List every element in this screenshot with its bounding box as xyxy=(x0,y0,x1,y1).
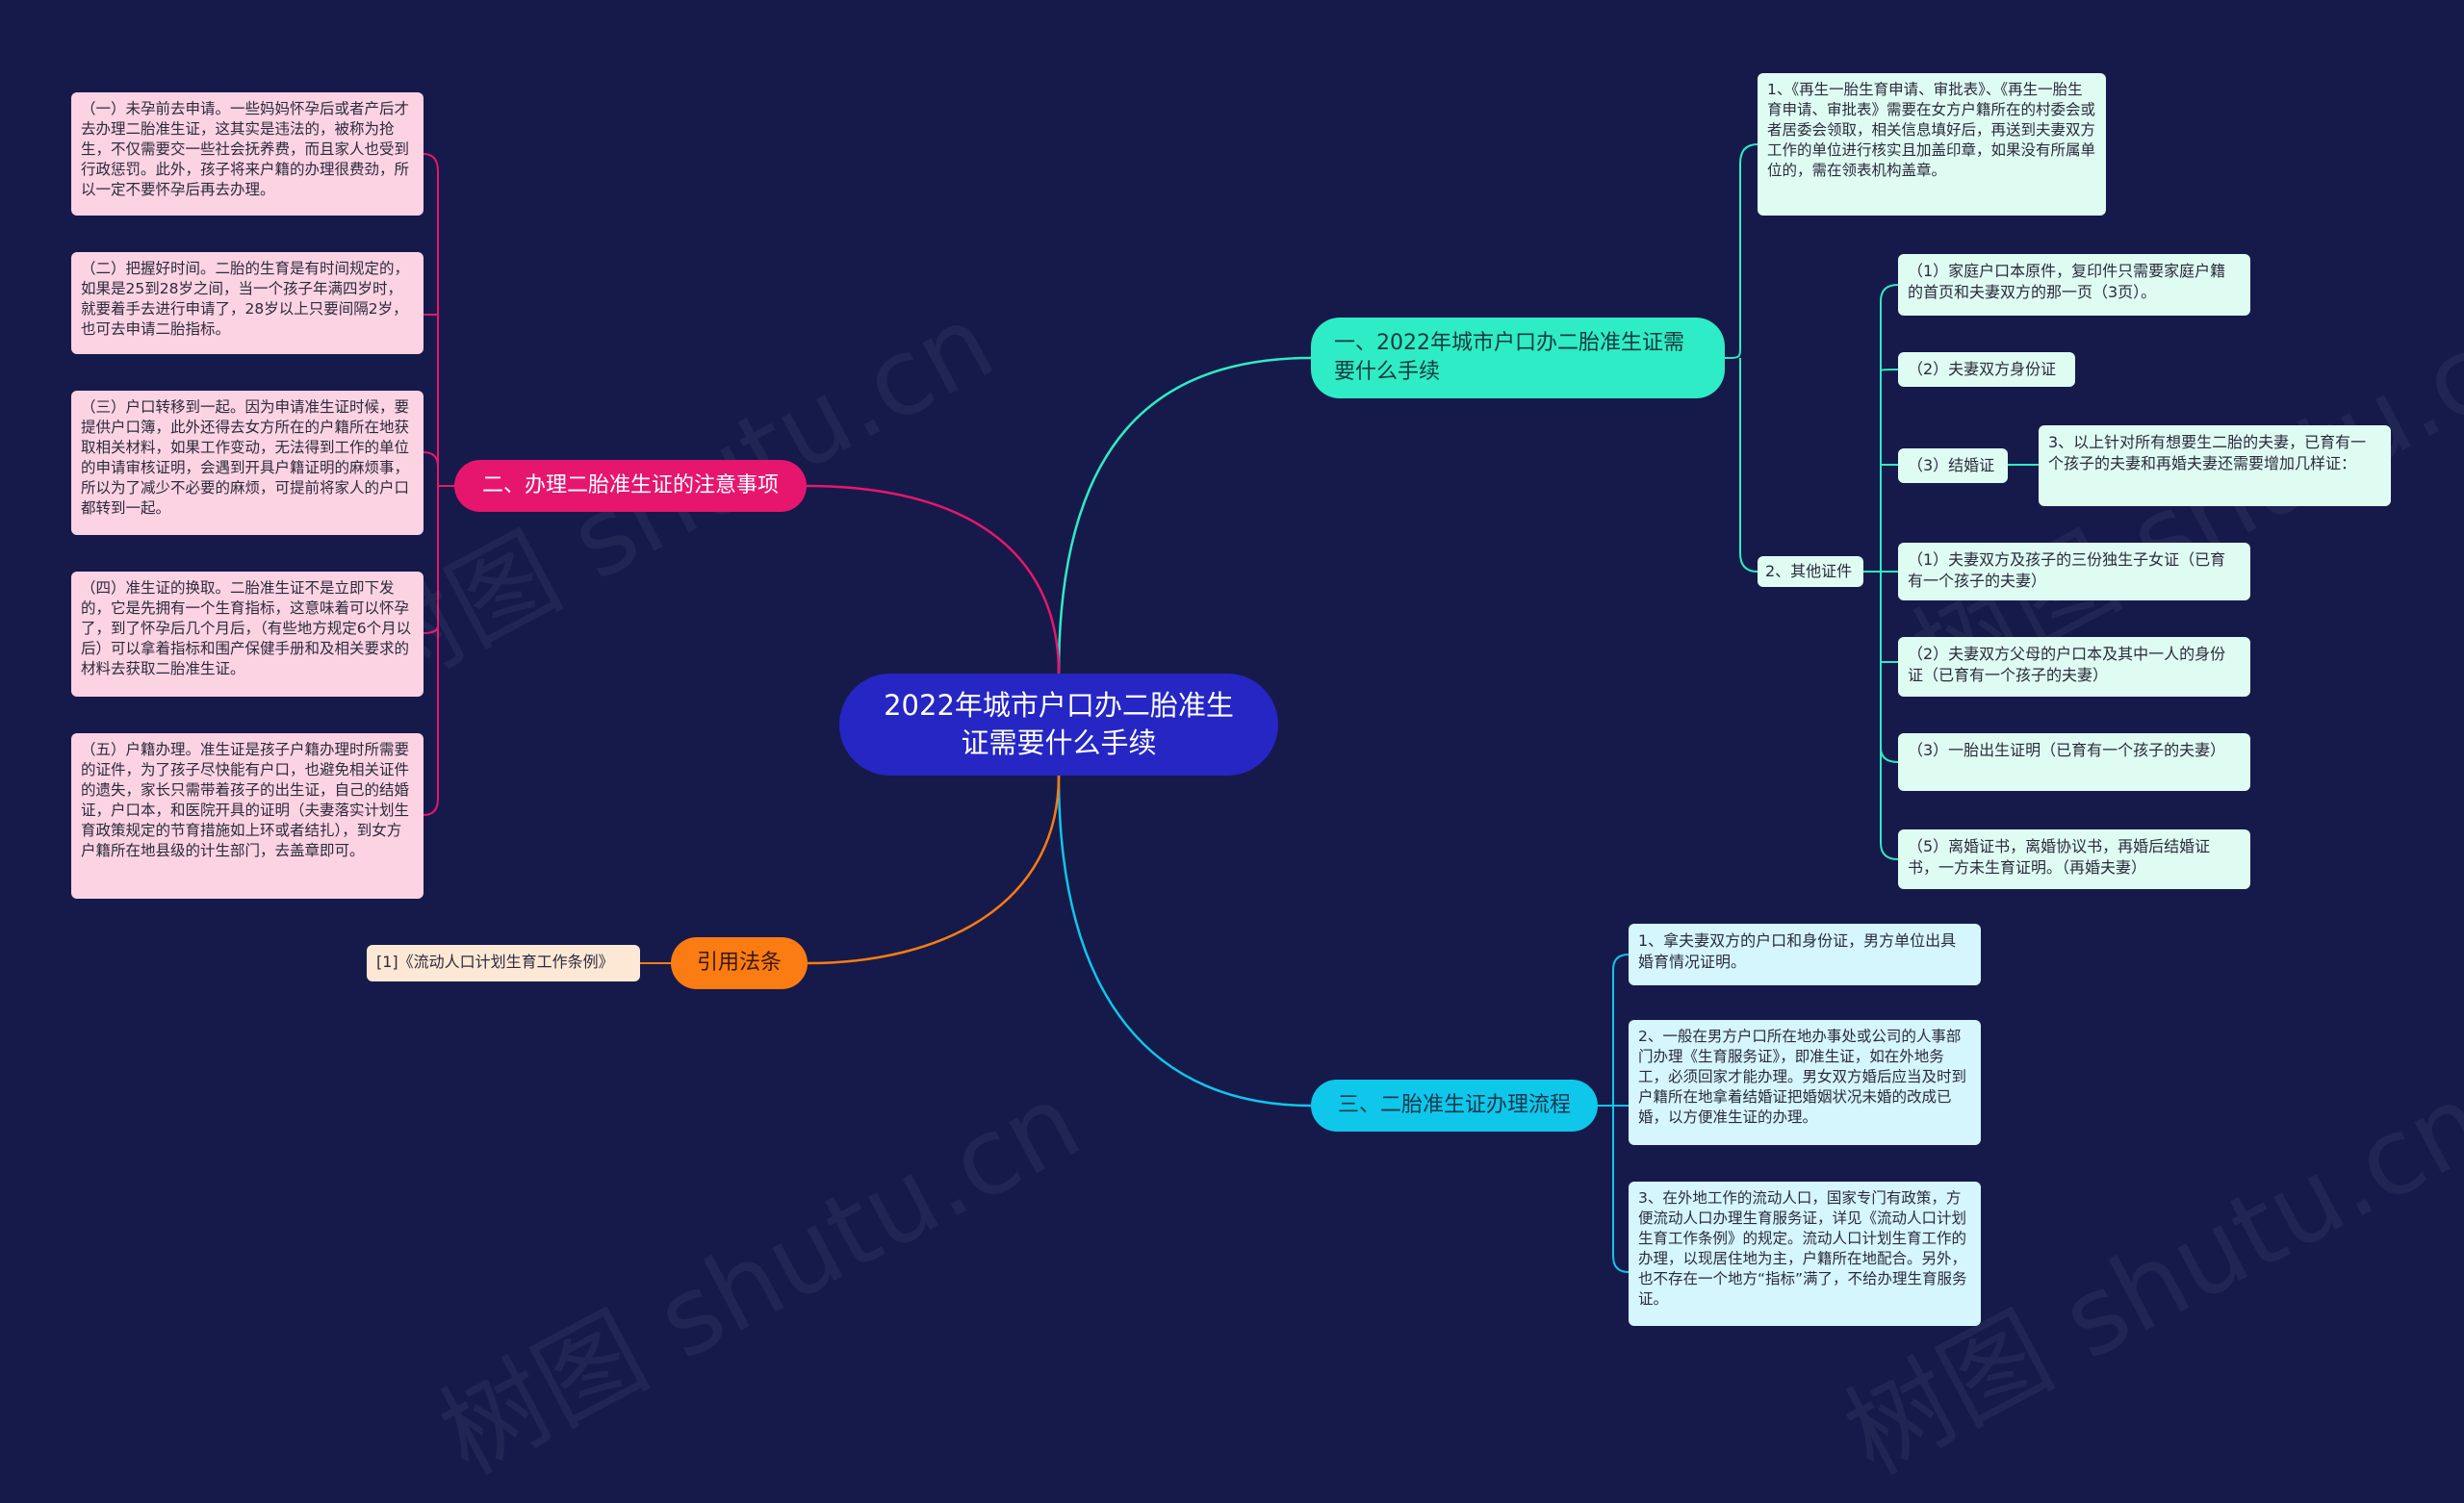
branch-precautions[interactable]: 二、办理二胎准生证的注意事项 xyxy=(454,460,807,512)
leaf-step-1[interactable]: 1、拿夫妻双方的户口和身份证，男方单位出具婚育情况证明。 xyxy=(1629,924,1981,985)
link-b1-bracket xyxy=(1724,143,1758,573)
leaf-regulation-reference[interactable]: [1]《流动人口计划生育工作条例》 xyxy=(367,945,640,981)
leaf-divorce-documents[interactable]: （5）离婚证书，离婚协议书，再婚后结婚证书，一方未生育证明。（再婚夫妻） xyxy=(1898,829,2250,889)
leaf-id-cards[interactable]: （2）夫妻双方身份证 xyxy=(1898,352,2075,387)
link-b3-bracket xyxy=(1598,954,1630,1273)
link-root-b3 xyxy=(1057,775,1312,1108)
leaf-additional-documents[interactable]: 3、以上针对所有想要生二胎的夫妻，已育有一个孩子的夫妻和再婚夫妻还需要增加几样证… xyxy=(2039,425,2391,506)
branch-process[interactable]: 三、二胎准生证办理流程 xyxy=(1311,1080,1598,1132)
leaf-household-register[interactable]: （1）家庭户口本原件，复印件只需要家庭户籍的首页和夫妻双方的那一页（3页）。 xyxy=(1898,254,2250,316)
leaf-other-documents[interactable]: 2、其他证件 xyxy=(1758,556,1863,587)
leaf-step-2[interactable]: 2、一般在男方户口所在地办事处或公司的人事部门办理《生育服务证》，即准生证，如在… xyxy=(1629,1020,1981,1145)
leaf-apply-before-pregnancy[interactable]: （一）未孕前去申请。一些妈妈怀孕后或者产后才去办理二胎准生证，这其实是违法的，被… xyxy=(71,92,424,216)
leaf-timing[interactable]: （二）把握好时间。二胎的生育是有时间规定的，如果是25到28岁之间，当一个孩子年… xyxy=(71,252,424,354)
leaf-step-3[interactable]: 3、在外地工作的流动人口，国家专门有政策，方便流动人口办理生育服务证，详见《流动… xyxy=(1629,1182,1981,1326)
link-root-b2 xyxy=(806,484,1061,675)
leaf-application-form[interactable]: 1、《再生一胎生育申请、审批表》、《再生一胎生育申请、审批表》需要在女方户籍所在… xyxy=(1758,73,2106,216)
link-b2-bracket xyxy=(423,153,454,816)
branch-references[interactable]: 引用法条 xyxy=(671,937,808,989)
leaf-only-child-certificates[interactable]: （1）夫妻双方及孩子的三份独生子女证（已育有一个孩子的夫妻） xyxy=(1898,543,2250,600)
leaf-household-transfer[interactable]: （三）户口转移到一起。因为申请准生证时候，要提供户口簿，此外还得去女方所在的户籍… xyxy=(71,391,424,535)
connector-lines xyxy=(423,143,2039,1273)
leaf-household-registration[interactable]: （五）户籍办理。准生证是孩子户籍办理时所需要的证件，为了孩子尽快能有户口，也避免… xyxy=(71,733,424,899)
leaf-parents-register[interactable]: （2）夫妻双方父母的户口本及其中一人的身份证（已育有一个孩子的夫妻） xyxy=(1898,637,2250,697)
root-topic[interactable]: 2022年城市户口办二胎准生证需要什么手续 xyxy=(839,674,1278,776)
branch-procedures[interactable]: 一、2022年城市户口办二胎准生证需要什么手续 xyxy=(1311,318,1725,398)
leaf-marriage-certificate[interactable]: （3）结婚证 xyxy=(1898,448,2008,483)
leaf-birth-certificate[interactable]: （3）一胎出生证明（已育有一个孩子的夫妻） xyxy=(1898,733,2250,791)
link-root-b1 xyxy=(1057,356,1312,675)
link-n2-bracket xyxy=(1863,284,1899,860)
link-root-b4 xyxy=(807,775,1061,965)
leaf-certificate-exchange[interactable]: （四）准生证的换取。二胎准生证不是立即下发的，它是先拥有一个生育指标，这意味着可… xyxy=(71,572,424,697)
